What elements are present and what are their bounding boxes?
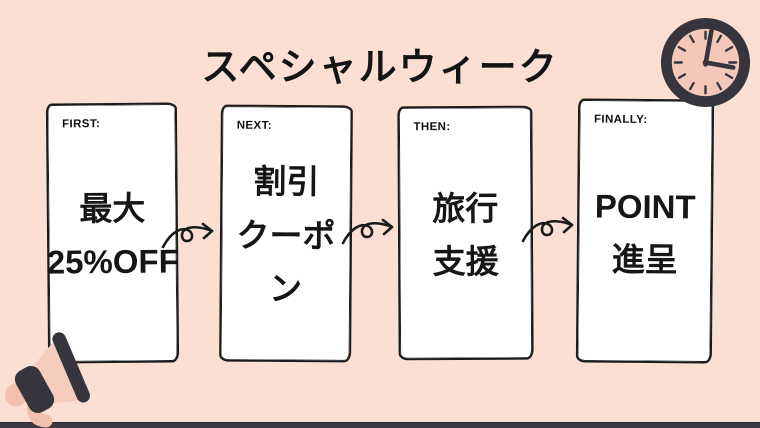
step-line2: 進呈 <box>611 240 678 279</box>
step-line2: クーポン <box>236 216 336 308</box>
step-content: 旅行 支援 <box>399 108 531 359</box>
page-title: スペシャルウィーク <box>201 47 559 89</box>
step-line2: 支援 <box>432 242 499 281</box>
step-line1: 最大 <box>79 189 146 227</box>
step-card-then: THEN: 旅行 支援 <box>397 105 534 361</box>
step-card-finally: FINALLY: POINT 進呈 <box>575 98 715 364</box>
step-content: 割引 クーポン <box>221 107 351 361</box>
bottom-edge-bar <box>0 422 760 428</box>
step-line1: 割引 <box>253 163 320 201</box>
step-content: POINT 進呈 <box>578 100 712 361</box>
step-line1: POINT <box>594 187 696 225</box>
megaphone-icon <box>5 332 91 428</box>
curly-arrow-icon <box>341 218 394 245</box>
curly-arrow-icon <box>161 222 214 249</box>
step-line1: 旅行 <box>432 189 499 227</box>
step-card-next: NEXT: 割引 クーポン <box>219 104 353 363</box>
clock-icon <box>660 17 751 108</box>
curly-arrow-icon <box>521 216 574 243</box>
